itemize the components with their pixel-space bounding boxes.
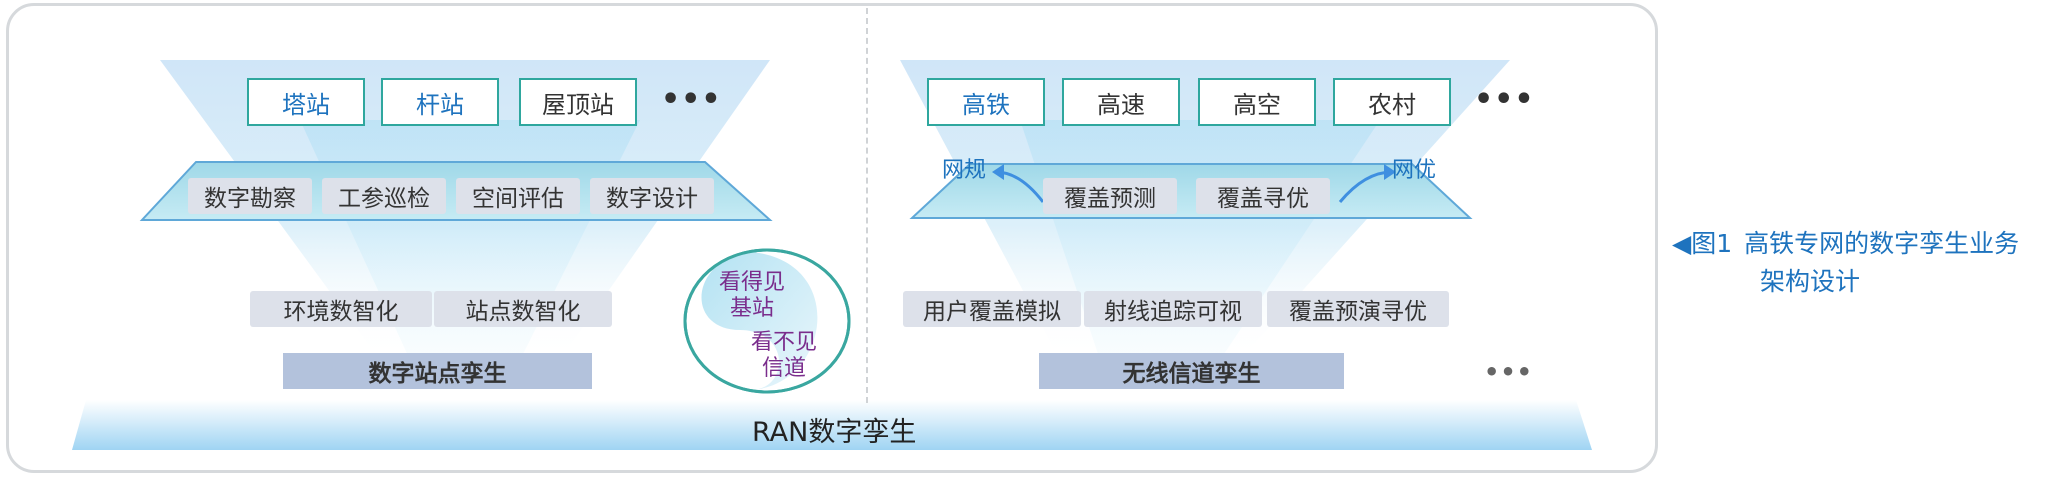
section-divider [866,8,868,403]
network-opt-arrowhead [1384,164,1396,180]
scenario-box-high-altitude: 高空 [1198,78,1316,126]
right-scenarios-more: ••• [1474,82,1535,117]
visibility-circle-border [683,248,851,394]
invisible-channel-label: 看不见 信道 [744,330,824,382]
visible-line-2: 基站 [729,296,774,321]
right-twin-more: ••• [1484,358,1534,386]
capability-coverage-optimization: 覆盖寻优 [1196,178,1330,214]
scenario-box-highway: 高速 [1062,78,1180,126]
scenario-box-rooftop: 屋顶站 [519,78,637,126]
capability-coverage-prediction: 覆盖预测 [1043,178,1177,214]
ray-tracing-visual-chip: 射线追踪可视 [1084,291,1262,327]
scenario-box-rural: 农村 [1333,78,1451,126]
caption-line-1: 高铁专网的数字孪生业务 [1744,229,2020,258]
coverage-rehearsal-chip: 覆盖预演寻优 [1267,291,1449,327]
network-plan-label: 网规 [942,158,987,183]
capability-space-assessment: 空间评估 [456,178,580,214]
capability-digital-survey: 数字勘察 [188,178,312,214]
scenario-box-tower: 塔站 [247,78,365,126]
capability-digital-design: 数字设计 [590,178,714,214]
scenario-box-high-speed-rail: 高铁 [927,78,1045,126]
figure-caption: ◀图1 高铁专网的数字孪生业务 [1672,224,2019,260]
environment-digitization-chip: 环境数智化 [250,291,432,327]
site-digitization-chip: 站点数智化 [434,291,612,327]
visible-line-1: 看得见 [718,270,785,295]
network-opt-label: 网优 [1392,158,1437,183]
caption-line-2: 架构设计 [1760,267,1861,296]
left-scenarios-more: ••• [661,82,722,117]
digital-site-twin-bar: 数字站点孪生 [283,353,592,389]
visibility-circle-swirl [701,252,818,390]
capability-parameter-inspection: 工参巡检 [322,178,446,214]
network-plan-arrowhead [992,164,1004,180]
ran-base-platform [72,400,1592,450]
invisible-line-1: 看不见 [750,330,817,355]
invisible-line-2: 信道 [761,356,806,381]
wireless-channel-twin-bar: 无线信道孪生 [1039,353,1344,389]
scenario-box-pole: 杆站 [381,78,499,126]
visible-station-label: 看得见 基站 [712,270,792,322]
user-coverage-simulation-chip: 用户覆盖模拟 [903,291,1081,327]
caption-prefix: ◀图1 [1672,229,1733,258]
ran-digital-twin-label: RAN数字孪生 [752,417,917,448]
